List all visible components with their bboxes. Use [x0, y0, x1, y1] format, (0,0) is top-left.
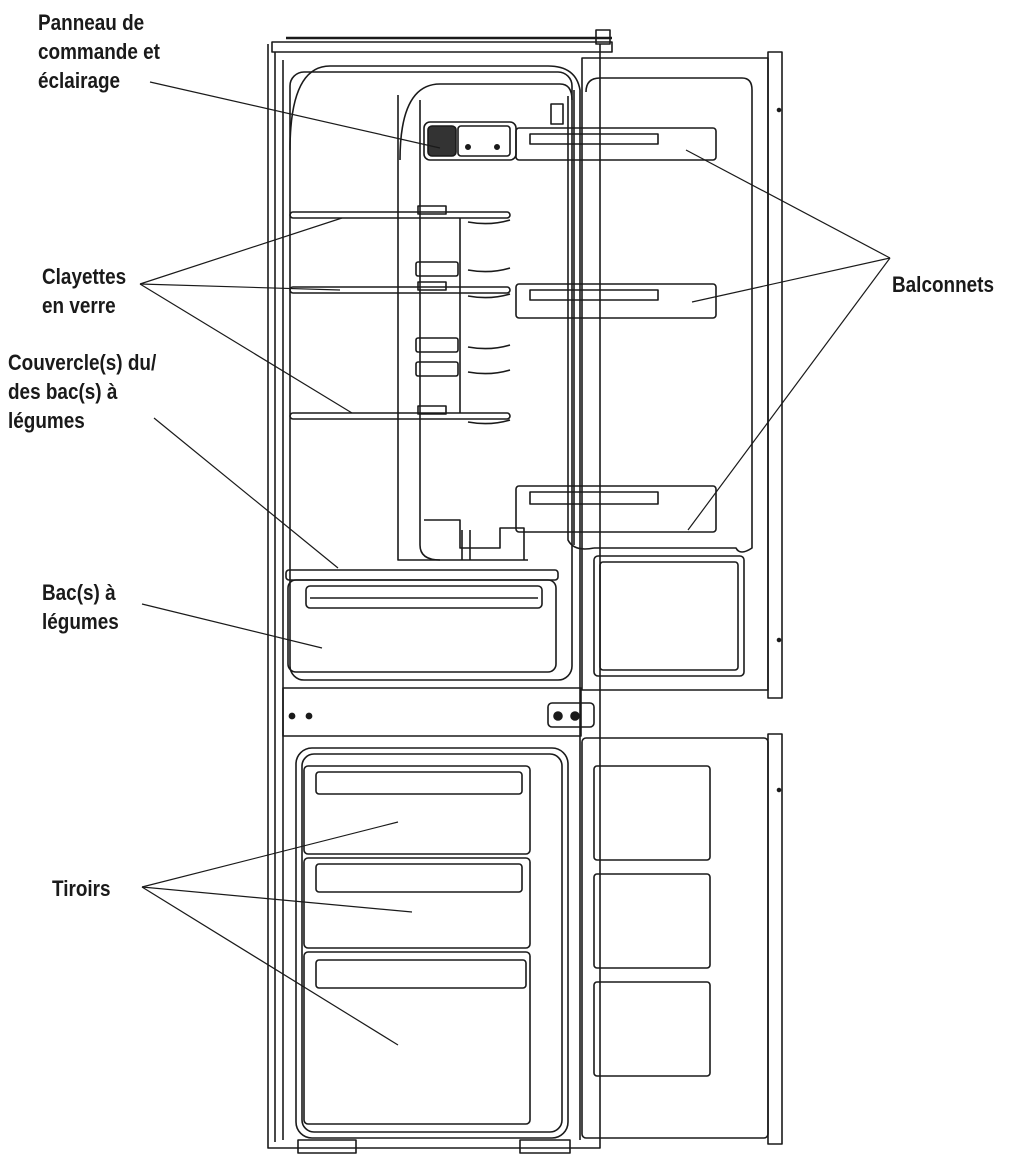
glass-shelf: [289, 405, 511, 425]
label-crisper-covers: Couvercle(s) du/ des bac(s) à légumes: [8, 350, 157, 433]
leader-drawer-1: [141, 821, 399, 888]
leader-glass-shelf-2: [139, 283, 341, 291]
leader-balcony-2: [691, 257, 891, 303]
control-panel-light: [423, 121, 517, 161]
fridge-compartment: [289, 71, 573, 681]
glass-shelves: [289, 205, 511, 425]
door-balcony: [515, 485, 717, 533]
door-balcony: [515, 127, 717, 161]
leader-crisper-drawer: [141, 603, 323, 649]
leader-balcony-1: [685, 149, 891, 259]
crisper-drawer: [287, 579, 557, 673]
cabinet: [267, 44, 601, 1154]
crisper: [285, 569, 559, 673]
freezer-drawer: [303, 765, 531, 855]
leader-glass-shelf-1: [139, 217, 343, 285]
shelf-supports: [415, 218, 511, 413]
label-control-panel-light: Panneau de commande et éclairage: [38, 10, 160, 93]
hinges: [547, 29, 611, 728]
label-drawers: Tiroirs: [52, 876, 111, 901]
label-glass-shelves: Clayettes en verre: [42, 264, 127, 318]
door-balconies: [515, 127, 717, 533]
leader-drawer-3: [141, 886, 399, 1046]
leader-balcony-3: [687, 257, 891, 531]
label-door-balconies: Balconnets: [892, 272, 994, 297]
top-rail: [271, 36, 613, 53]
leader-glass-shelf-3: [139, 283, 353, 414]
freezer-drawer: [303, 857, 531, 949]
leader-drawer-2: [141, 886, 413, 913]
freezer-compartment: [295, 747, 569, 1139]
leader-crisper-cover: [153, 417, 339, 569]
freezer-door: [581, 733, 783, 1145]
glass-shelf: [289, 205, 511, 225]
leader-control-panel: [149, 81, 441, 149]
freezer-drawer: [303, 951, 531, 1125]
label-crisper-drawers: Bac(s) à légumes: [42, 580, 119, 634]
leader-lines: [139, 81, 891, 1046]
door-balcony: [515, 283, 717, 319]
glass-shelf: [289, 281, 511, 299]
crisper-cover: [285, 569, 559, 581]
